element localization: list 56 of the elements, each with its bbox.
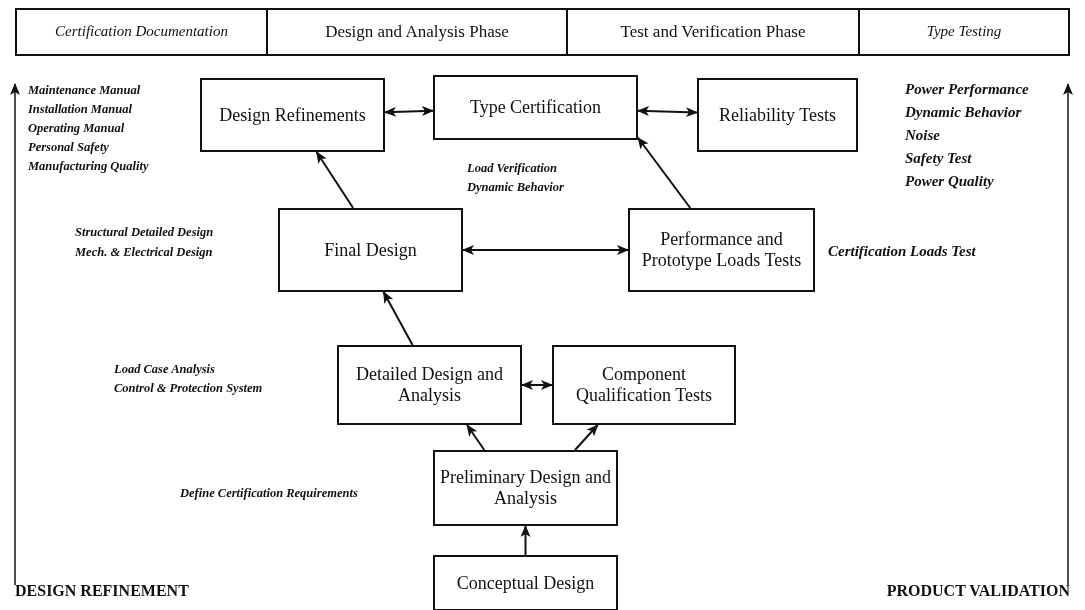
box-label: Component Qualification Tests — [575, 364, 713, 406]
annotation-text: Mech. & Electrical Design — [75, 245, 213, 260]
box-label: Design and Analysis Phase — [325, 22, 509, 42]
arrow — [462, 245, 629, 255]
annotation-text: Power Performance — [905, 81, 1029, 98]
axis-title: PRODUCT VALIDATION — [886, 582, 1070, 600]
box-label: Final Design — [324, 239, 417, 261]
box-label: Conceptual Design — [456, 572, 595, 594]
arrow — [521, 380, 553, 390]
box-label: Performance and Prototype Loads Tests — [640, 229, 803, 271]
process-box — [697, 78, 858, 152]
annotation-text: Installation Manual — [28, 102, 132, 117]
phase-header-cell — [15, 8, 268, 56]
annotation-text: Noise — [905, 127, 940, 144]
phase-header-cell — [568, 8, 860, 56]
box-label: Detailed Design and Analysis — [355, 364, 504, 406]
annotation-text: Load Verification — [467, 161, 557, 176]
annotation-text: Operating Manual — [28, 121, 125, 136]
arrow — [574, 424, 599, 451]
phase-header-cell — [860, 8, 1070, 56]
arrow — [384, 106, 434, 117]
arrow — [637, 106, 698, 118]
arrow — [637, 136, 692, 209]
box-label: Reliability Tests — [719, 104, 836, 126]
box-label: Type Certification — [469, 97, 602, 118]
annotation-text: Define Certification Requirements — [180, 486, 358, 501]
annotation-text: Safety Test — [905, 150, 972, 167]
box-label: Design Refinements — [219, 104, 366, 126]
process-box — [628, 208, 815, 292]
process-box — [433, 75, 638, 140]
process-box — [200, 78, 385, 152]
annotation-text: Dynamic Behavior — [467, 180, 564, 195]
process-box — [337, 345, 522, 425]
annotation-text: Personal Safety — [28, 140, 109, 155]
box-label: Test and Verification Phase — [620, 22, 806, 42]
arrow — [315, 151, 355, 209]
annotation-text: Dynamic Behavior — [905, 104, 1022, 121]
axis-title: DESIGN REFINEMENT — [15, 582, 189, 600]
annotation-text: Certification Loads Test — [828, 243, 976, 260]
process-box — [278, 208, 463, 292]
arrow — [382, 291, 414, 346]
process-box — [433, 450, 618, 526]
arrow — [520, 525, 531, 556]
annotation-text: Control & Protection System — [114, 381, 263, 396]
arrow — [466, 424, 486, 451]
box-label: Type Testing — [926, 23, 1002, 41]
annotation-text: Load Case Analysis — [114, 362, 215, 377]
annotation-text: Power Quality — [905, 173, 994, 190]
phase-header-cell — [268, 8, 568, 56]
box-label: Certification Documentation — [55, 23, 228, 41]
annotation-text: Maintenance Manual — [28, 83, 141, 98]
annotation-text: Structural Detailed Design — [75, 225, 214, 240]
box-label: Preliminary Design and Analysis — [439, 467, 612, 509]
process-box — [552, 345, 736, 425]
annotation-text: Manufacturing Quality — [28, 159, 149, 174]
process-box — [433, 555, 618, 610]
